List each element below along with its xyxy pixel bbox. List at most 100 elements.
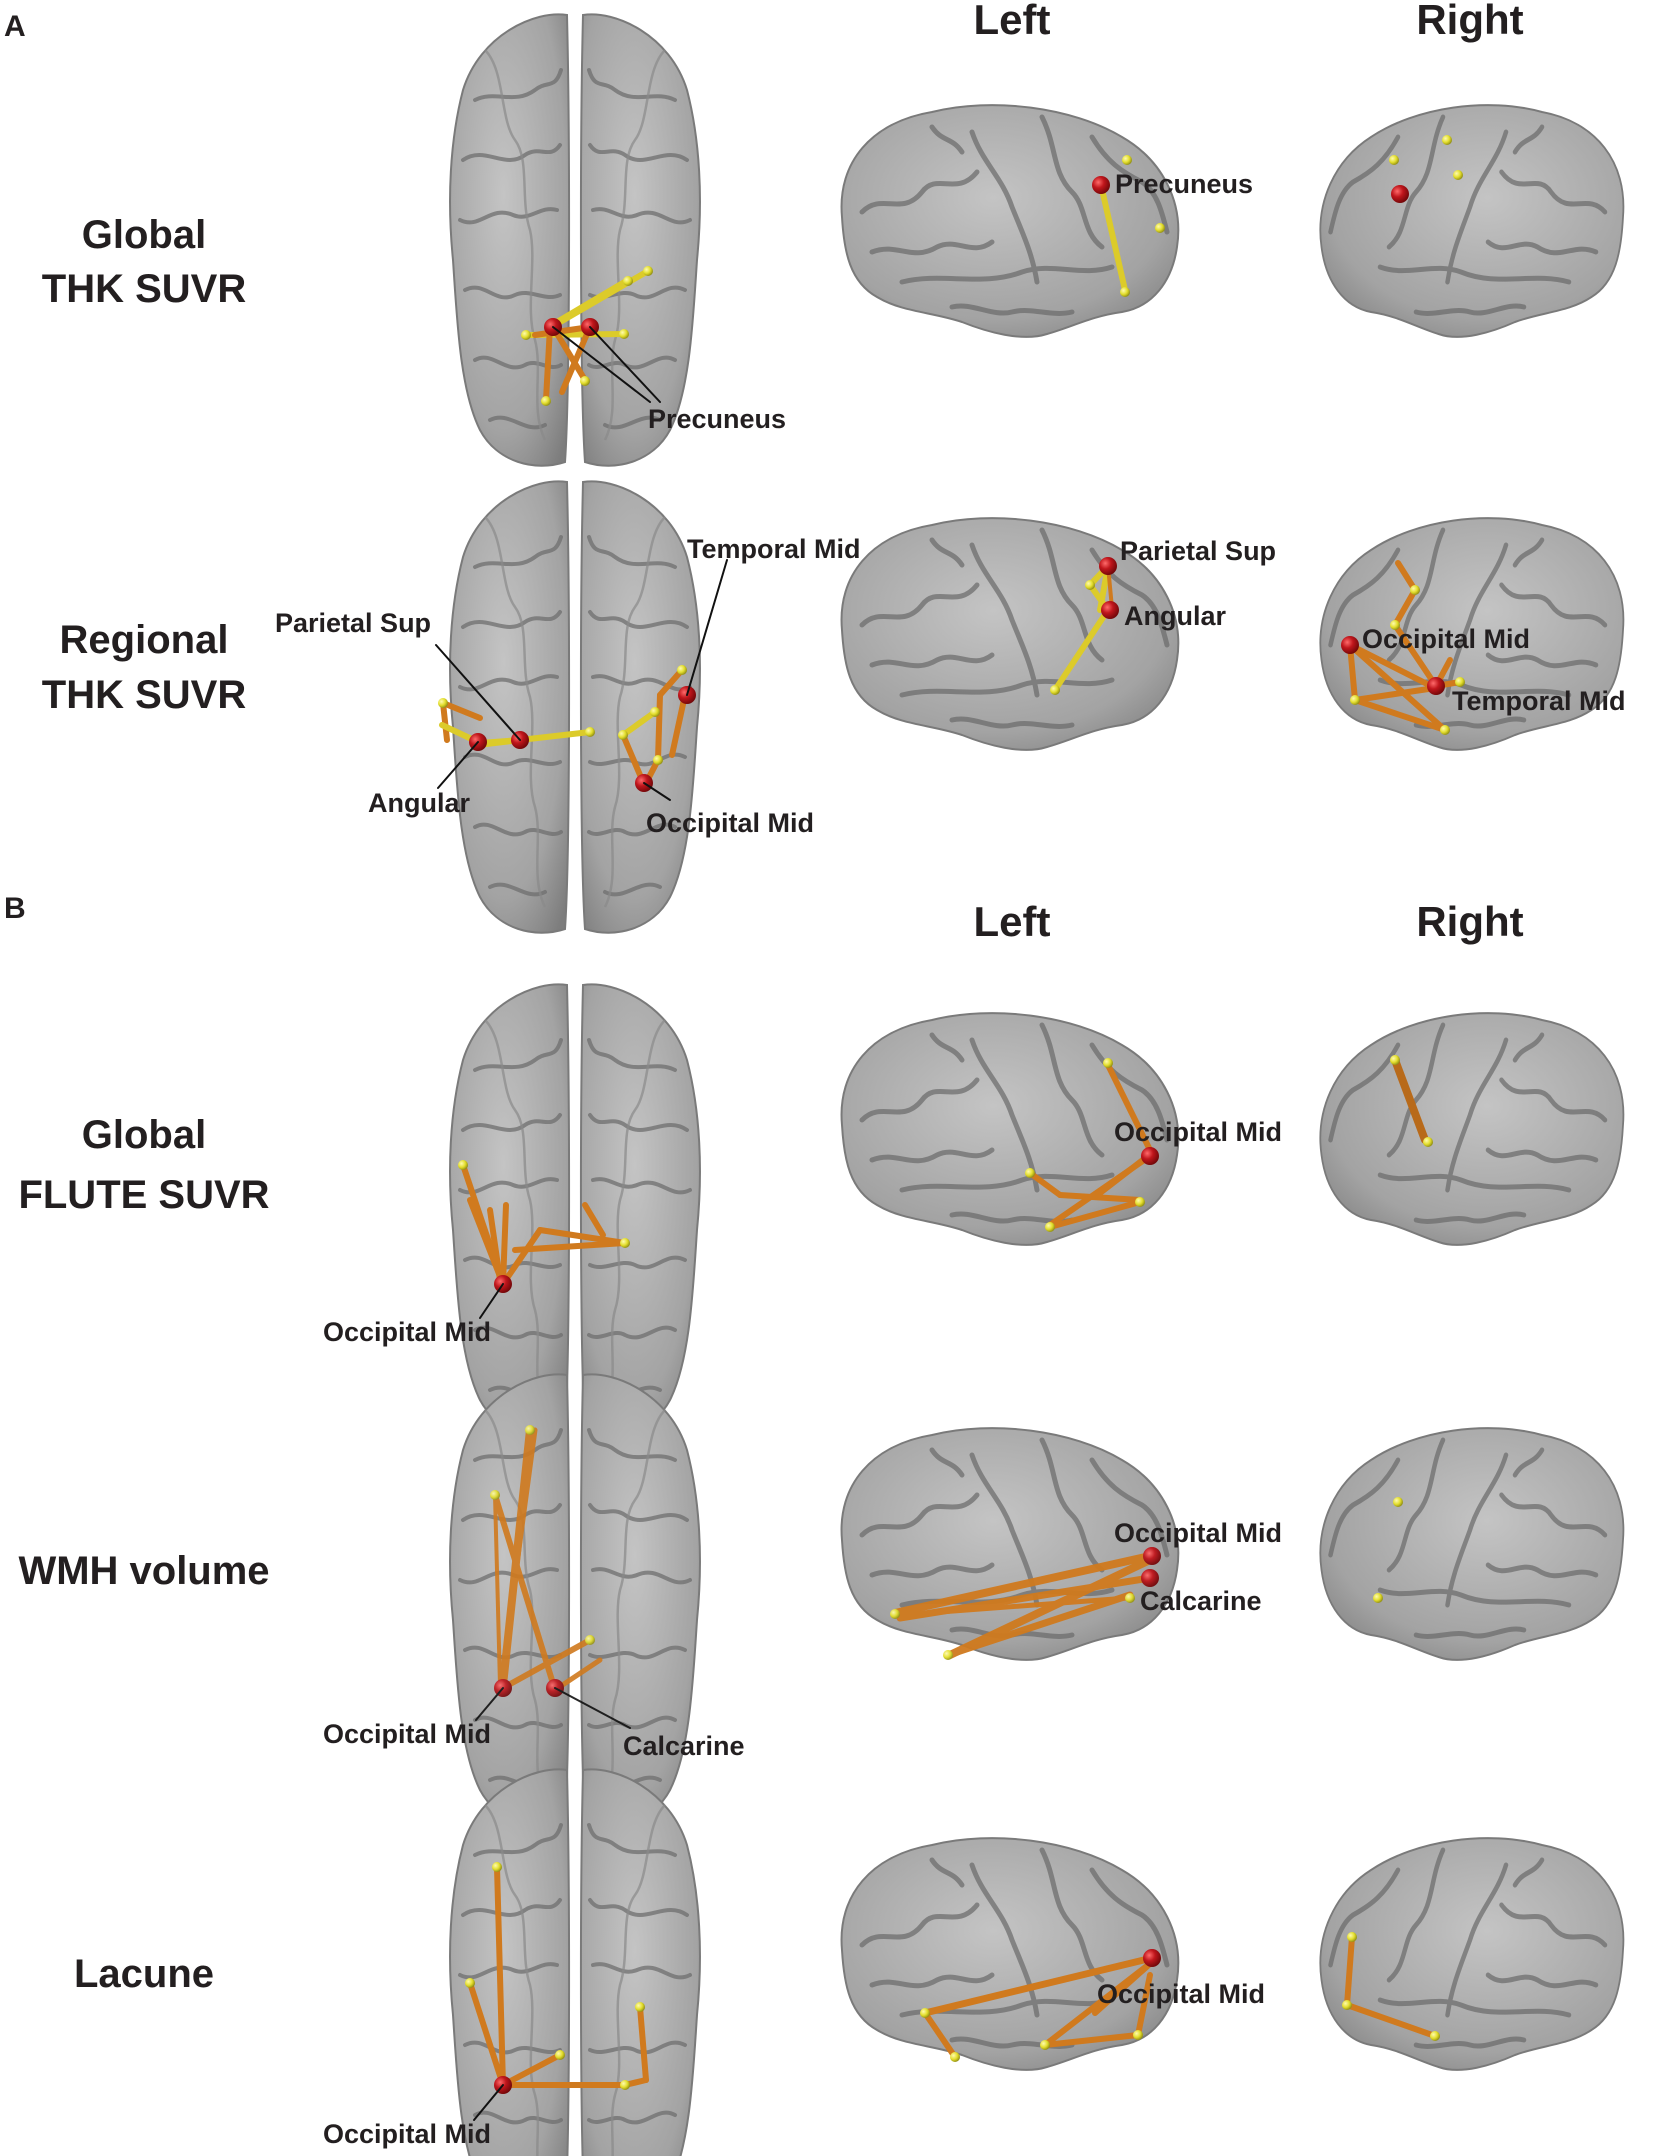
node-minor — [943, 1650, 953, 1660]
network-lacune-right — [1342, 1932, 1440, 2041]
label-occipital-mid-lacune-left: Occipital Mid — [1097, 1979, 1265, 2009]
edge — [1344, 2002, 1438, 2039]
node-minor — [1155, 223, 1165, 233]
node-minor — [620, 2080, 630, 2090]
node-minor — [1135, 1197, 1145, 1207]
network-global-thk-right — [1389, 135, 1463, 203]
edge — [620, 709, 658, 738]
node-minor — [465, 1978, 475, 1988]
node-minor — [1342, 2000, 1352, 2010]
edge — [582, 1202, 606, 1238]
brain-axial-row1 — [448, 12, 702, 468]
label-leader — [686, 559, 728, 696]
node-minor — [585, 1635, 595, 1645]
label-leader — [554, 1687, 631, 1729]
node-minor — [1440, 725, 1450, 735]
label-leader — [643, 782, 671, 801]
column-header-right-a: Right — [1416, 0, 1523, 43]
label-occipital-mid-wmh-axial: Occipital Mid — [323, 1719, 491, 1749]
edge — [657, 667, 685, 698]
label-temporal-mid-right: Temporal Mid — [1452, 686, 1626, 716]
panel-letter-a: A — [4, 10, 26, 43]
network-wmh-right — [1373, 1497, 1403, 1603]
label-precuneus-axial: Precuneus — [648, 404, 786, 434]
edge — [500, 2052, 563, 2088]
network-regional-thk-right — [1341, 560, 1465, 735]
edge — [492, 1492, 558, 1693]
edge — [1027, 1170, 1063, 1198]
node-minor — [677, 665, 687, 675]
node-minor — [1085, 580, 1095, 590]
label-occipital-mid-axial: Occipital Mid — [646, 808, 814, 838]
label-occipital-mid-flute-left: Occipital Mid — [1114, 1117, 1282, 1147]
edge — [500, 1202, 509, 1287]
node-hub-occipital-mid — [1143, 1949, 1161, 1967]
edge — [1098, 182, 1128, 293]
edge — [1392, 622, 1439, 689]
edge — [487, 1207, 503, 1283]
node-minor — [618, 730, 628, 740]
network-global-flute-right — [1390, 1055, 1433, 1147]
node-hub-precuneus — [1391, 185, 1409, 203]
row-title-regional-thk-line2: THK SUVR — [42, 673, 247, 717]
edge — [1344, 1934, 1355, 2008]
edge — [1052, 607, 1111, 693]
edge — [655, 692, 663, 763]
edge — [1352, 685, 1438, 703]
edge — [467, 1980, 506, 2088]
brain-right-row4 — [1320, 1428, 1623, 1660]
node-minor — [1389, 155, 1399, 165]
node-minor — [1122, 155, 1132, 165]
label-leader — [473, 2084, 504, 2121]
row-title-regional-thk-line1: Regional — [60, 618, 229, 662]
edge — [1395, 560, 1418, 593]
label-occipital-mid-flute-axial: Occipital Mid — [323, 1317, 491, 1347]
node-minor — [1025, 1168, 1035, 1178]
brain-axial-row5 — [448, 1767, 702, 2156]
node-minor — [1125, 1593, 1135, 1603]
column-header-right-b: Right — [1416, 898, 1523, 945]
row-title-wmh-volume: WMH volume — [18, 1549, 269, 1593]
node-minor — [620, 1238, 630, 1248]
node-hub-occipital-mid — [1143, 1547, 1161, 1565]
edge — [500, 1637, 593, 1691]
edge — [512, 1240, 628, 1253]
label-leader — [475, 1687, 504, 1721]
edge — [440, 700, 450, 743]
node-minor — [643, 266, 653, 276]
node-minor — [1133, 2030, 1143, 2040]
node-minor — [1390, 620, 1400, 630]
edge — [1391, 1056, 1429, 1144]
node-minor — [1423, 1137, 1433, 1147]
network-global-flute-left — [1025, 1058, 1159, 1232]
node-hub-calcarine — [1141, 1569, 1159, 1587]
label-leader — [552, 326, 651, 403]
edge — [550, 324, 588, 383]
label-angular-axial: Angular — [368, 788, 470, 818]
node-minor — [950, 2052, 960, 2062]
panel-letter-b: B — [4, 892, 26, 925]
label-occipital-mid-lacune-axial: Occipital Mid — [323, 2119, 491, 2149]
edge — [549, 277, 631, 328]
edge — [559, 324, 593, 395]
node-hub-occipital-mid — [1141, 1147, 1159, 1165]
row-title-global-flute-line1: Global — [82, 1113, 206, 1157]
edge — [517, 729, 593, 743]
node-minor — [492, 1862, 502, 1872]
edge — [1097, 1153, 1151, 1196]
node-minor — [920, 2008, 930, 2018]
row-title-global-flute-line2: FLUTE SUVR — [18, 1173, 269, 1217]
column-header-left-b: Left — [974, 898, 1051, 945]
node-minor — [1393, 1497, 1403, 1507]
network-wmh-axial — [475, 1425, 631, 1729]
node-minor — [1453, 170, 1463, 180]
edge — [1352, 697, 1448, 733]
edge — [532, 324, 593, 338]
edge — [620, 732, 646, 785]
label-leader — [479, 1283, 504, 1319]
edge — [1347, 642, 1358, 703]
edge — [922, 2010, 958, 2060]
node-minor — [525, 1425, 535, 1435]
node-minor — [1103, 1058, 1113, 1068]
